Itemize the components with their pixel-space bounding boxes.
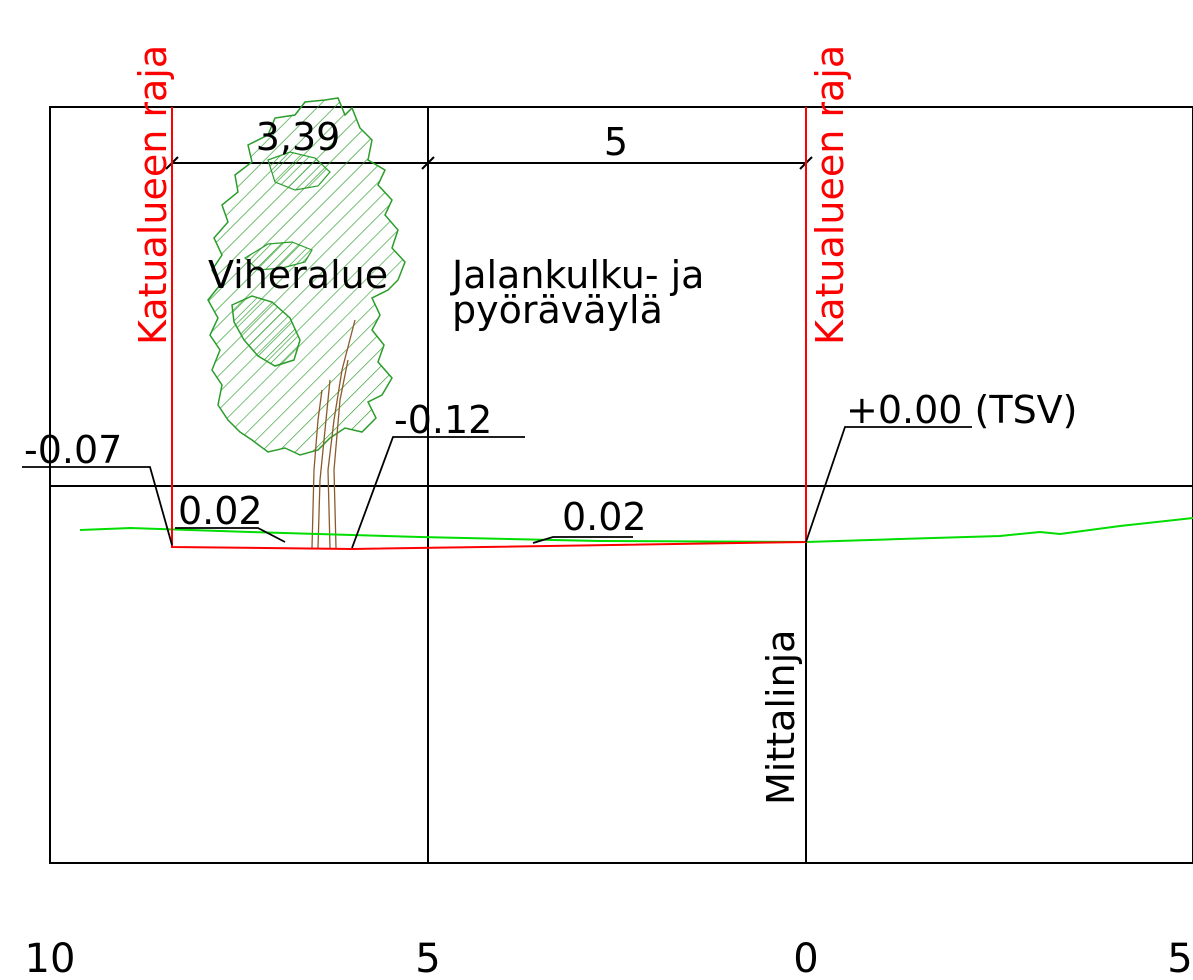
green-area-label: Viheralue bbox=[208, 253, 388, 297]
centerline-label: Mittalinja bbox=[759, 630, 803, 805]
axis-tick: 5 bbox=[415, 936, 440, 980]
design-section-line bbox=[171, 107, 807, 551]
path-label-line2: pyöräväylä bbox=[452, 288, 663, 332]
axis-tick: 10 bbox=[25, 936, 76, 980]
boundary-right-label: Katualueen raja bbox=[808, 45, 852, 345]
elevation-left: -0.07 bbox=[24, 428, 122, 472]
terrain-line bbox=[79, 517, 1193, 544]
boundary-left-label: Katualueen raja bbox=[131, 45, 175, 345]
slope-right: 0.02 bbox=[562, 495, 647, 539]
elevation-mid: -0.12 bbox=[394, 398, 492, 442]
elevation-reference: +0.00 (TSV) bbox=[846, 388, 1078, 432]
grid-frame bbox=[49, 106, 1193, 864]
path-label-line1: Jalankulku- ja bbox=[450, 253, 704, 297]
axis-tick: 5 bbox=[1167, 936, 1192, 980]
dim-green-width: 3,39 bbox=[256, 115, 341, 159]
slope-left: 0.02 bbox=[178, 489, 263, 533]
axis-tick: 0 bbox=[793, 936, 818, 980]
leader-lines bbox=[22, 426, 972, 549]
dim-path-width: 5 bbox=[604, 120, 628, 164]
tree-icon bbox=[207, 97, 406, 549]
